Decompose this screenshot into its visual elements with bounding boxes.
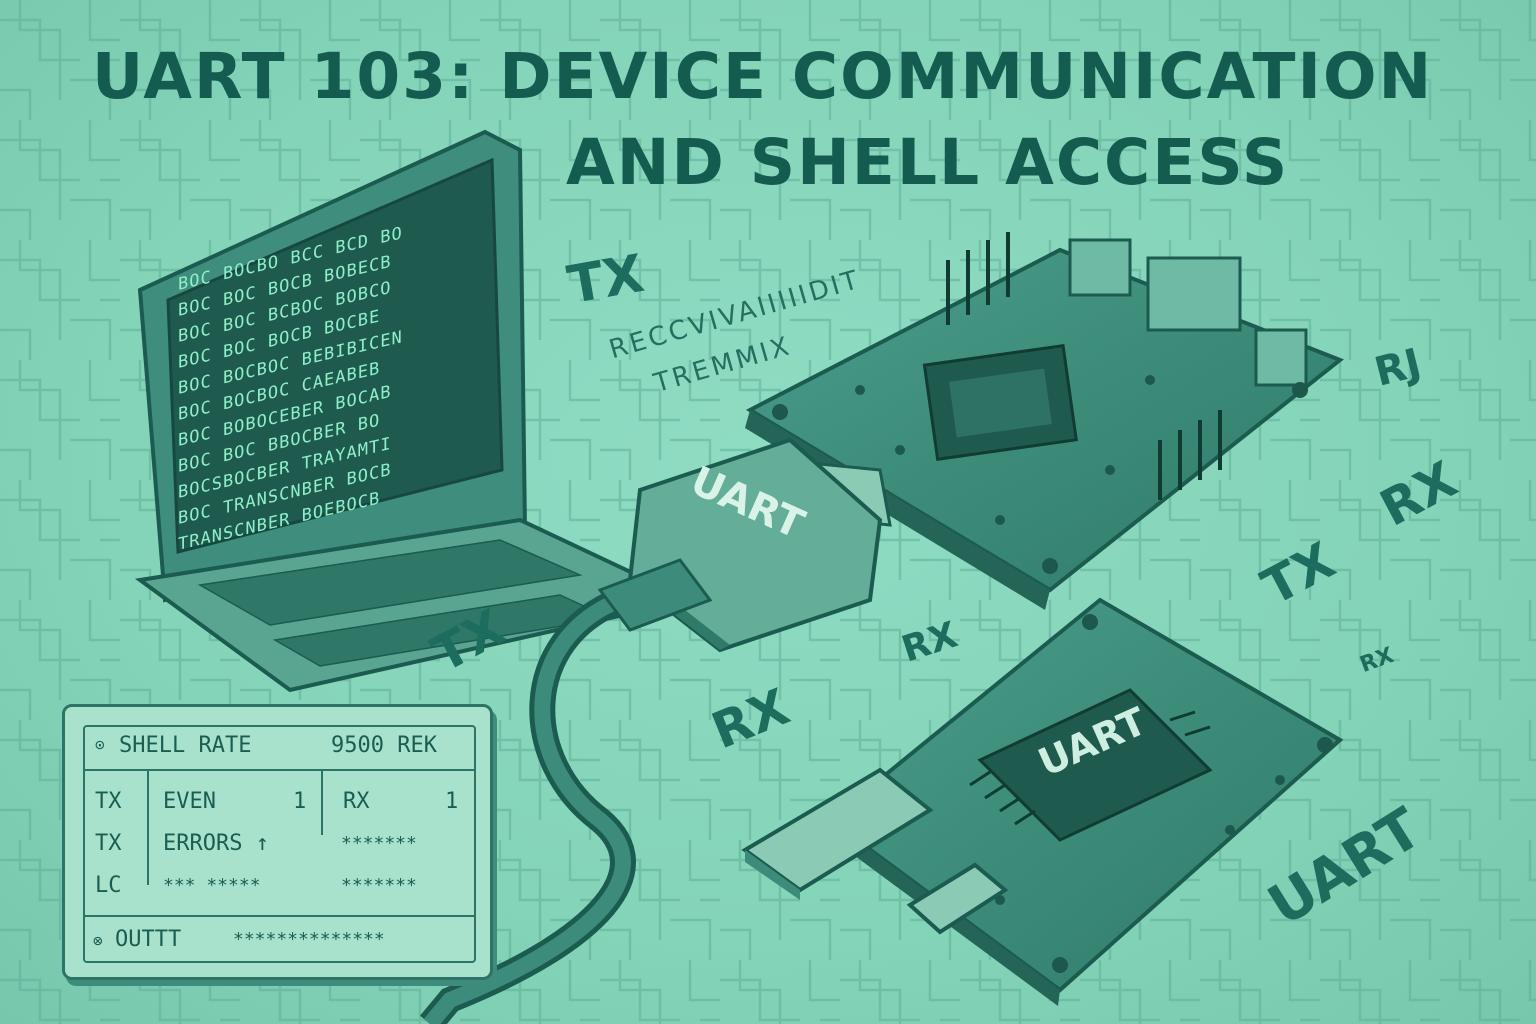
micro-connector xyxy=(906,862,1009,935)
row1-parity-value: 1 xyxy=(293,789,307,814)
terminal-icon: ⊙ xyxy=(95,735,105,754)
row3-col1: LC xyxy=(95,873,122,898)
connector-block xyxy=(1146,256,1242,332)
laptop-screen xyxy=(166,157,504,554)
laptop xyxy=(134,129,697,693)
shell-status-panel: ⊙ SHELL RATE 9500 REK TX EVEN 1 RX 1 TX … xyxy=(62,704,493,980)
row3-masked-b: ******* xyxy=(341,875,417,896)
shell-rate-label: SHELL RATE xyxy=(119,733,252,758)
row3-masked-a: *** ***** xyxy=(163,875,261,896)
row1-rx-value: 1 xyxy=(445,789,459,814)
uart-board xyxy=(741,597,1344,1006)
row1-col1: TX xyxy=(95,789,122,814)
page-title-line-1: UART 103: DEVICE COMMUNICATION xyxy=(92,40,1434,113)
output-value: ************** xyxy=(233,929,385,950)
row2-errors: ERRORS ↑ xyxy=(163,831,269,856)
row1-rx: RX xyxy=(343,789,370,814)
row1-parity: EVEN xyxy=(163,789,216,814)
row2-col1: TX xyxy=(95,831,122,856)
shell-rate-value: 9500 REK xyxy=(331,733,437,758)
output-label: OUTTT xyxy=(115,927,182,952)
circuit-board-top xyxy=(745,232,1344,610)
output-icon: ⊗ xyxy=(93,931,103,950)
page-title-line-2: AND SHELL ACCESS xyxy=(566,126,1290,199)
row2-masked: ******* xyxy=(341,833,417,854)
header-pins xyxy=(946,232,1222,500)
uart-adapter xyxy=(597,437,892,653)
